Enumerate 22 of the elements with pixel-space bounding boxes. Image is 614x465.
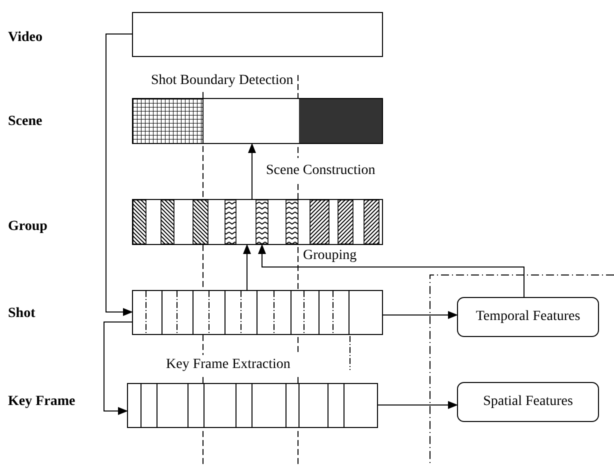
key-frame-bar bbox=[127, 383, 378, 428]
feature-box: Temporal Features bbox=[457, 297, 599, 337]
video-bar bbox=[132, 12, 383, 57]
level-label: Group bbox=[8, 219, 48, 235]
shot-bar bbox=[132, 290, 383, 335]
level-label: Key Frame bbox=[8, 394, 76, 410]
annotation-label: Shot Boundary Detection bbox=[150, 73, 294, 89]
scene-bar bbox=[132, 98, 383, 144]
arrow bbox=[378, 401, 458, 409]
arrow bbox=[258, 244, 524, 298]
annotation-label: Key Frame Extraction bbox=[165, 357, 292, 373]
group-bar bbox=[132, 199, 383, 245]
level-label: Video bbox=[8, 30, 42, 46]
arrow bbox=[104, 322, 132, 415]
feature-box: Spatial Features bbox=[457, 382, 599, 422]
arrow bbox=[382, 311, 458, 319]
level-label: Shot bbox=[8, 306, 36, 322]
arrow bbox=[106, 34, 133, 316]
arrow bbox=[248, 143, 256, 200]
edge-label: Grouping bbox=[302, 248, 358, 264]
arrow bbox=[243, 244, 251, 290]
level-label: Scene bbox=[8, 114, 42, 130]
